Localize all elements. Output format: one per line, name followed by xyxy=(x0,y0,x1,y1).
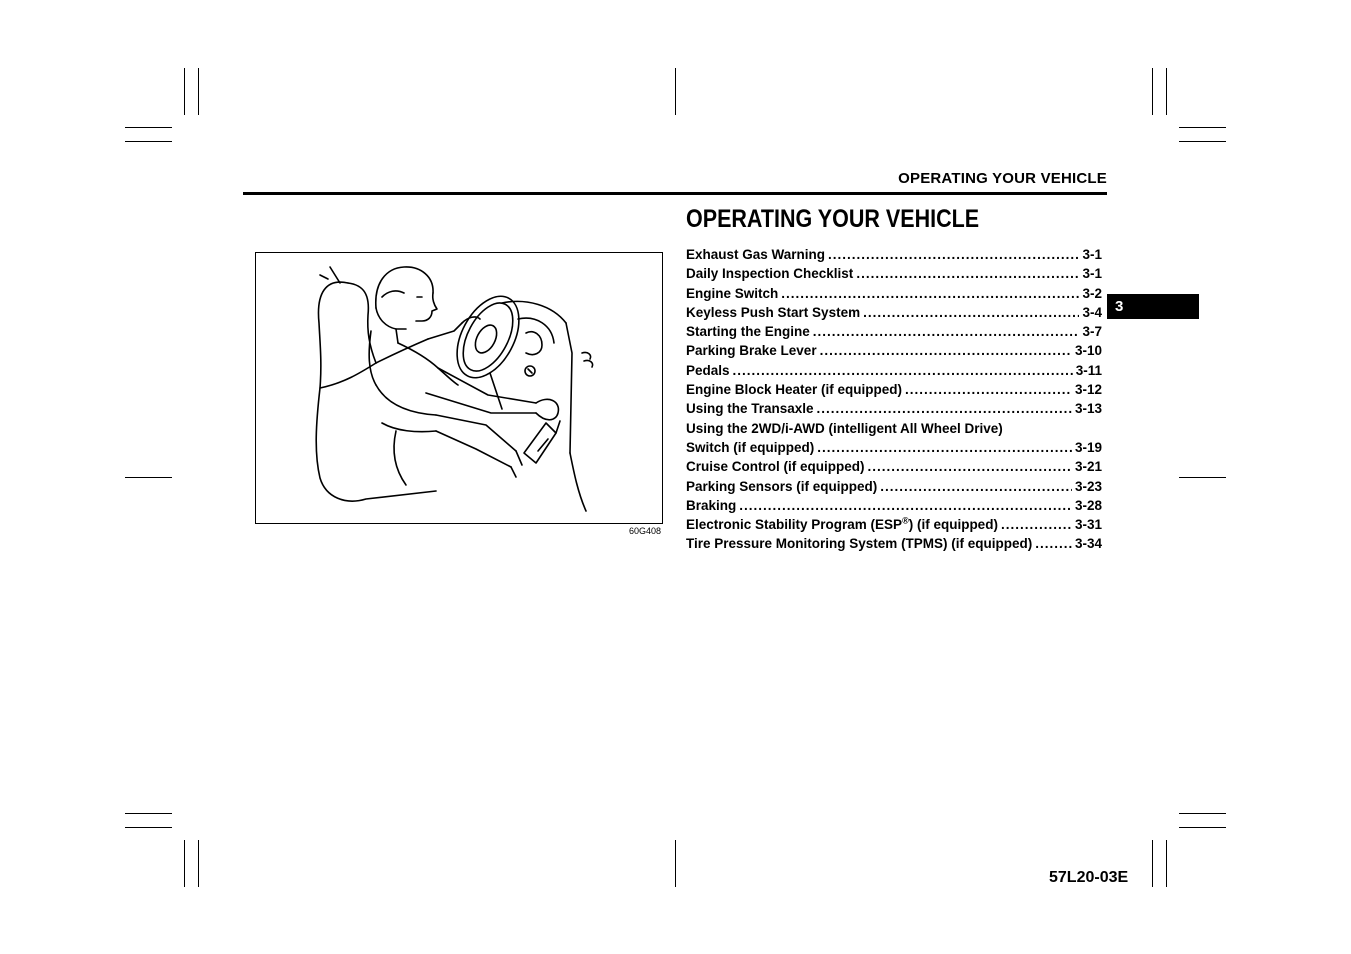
toc-title-part: Electronic Stability Program (ESP xyxy=(686,517,903,533)
table-of-contents: Exhaust Gas Warning 3-1 Daily Inspection … xyxy=(686,247,1102,556)
toc-entry-page: 3-23 xyxy=(1074,478,1102,494)
toc-entry[interactable]: Parking Brake Lever 3-10 xyxy=(686,343,1102,362)
toc-entry-title: Tire Pressure Monitoring System (TPMS) (… xyxy=(686,536,1033,552)
toc-entry-title: Parking Brake Lever xyxy=(686,343,817,359)
toc-entry-page: 3-12 xyxy=(1074,382,1102,398)
toc-entry-page: 3-10 xyxy=(1074,343,1102,359)
toc-leader-dots xyxy=(820,343,1072,358)
toc-entry-title: Braking xyxy=(686,497,737,513)
toc-leader-dots xyxy=(1035,536,1072,551)
toc-entry-page: 3-28 xyxy=(1074,497,1102,513)
toc-entry-page: 3-2 xyxy=(1082,285,1102,301)
toc-entry-page: 3-1 xyxy=(1082,247,1102,262)
toc-entry[interactable]: Daily Inspection Checklist 3-1 xyxy=(686,266,1102,285)
toc-entry-title: Parking Sensors (if equipped) xyxy=(686,478,878,494)
toc-entry-page: 3-31 xyxy=(1074,517,1102,533)
toc-leader-dots xyxy=(863,305,1079,320)
toc-entry-page: 3-13 xyxy=(1074,401,1102,417)
toc-leader-dots xyxy=(813,324,1080,339)
toc-entry-page: 3-1 xyxy=(1082,266,1102,282)
toc-leader-dots xyxy=(880,479,1072,494)
toc-leader-dots xyxy=(817,440,1072,455)
figure-code: 60G408 xyxy=(629,526,662,536)
toc-leader-dots xyxy=(817,401,1072,416)
toc-leader-dots xyxy=(868,459,1072,474)
toc-entry-title: Electronic Stability Program (ESP®) (if … xyxy=(686,517,998,532)
toc-entry-title: Cruise Control (if equipped) xyxy=(686,459,865,475)
toc-entry[interactable]: Pedals 3-11 xyxy=(686,363,1102,382)
toc-entry[interactable]: Engine Block Heater (if equipped) 3-12 xyxy=(686,382,1102,401)
toc-entry-page: 3-7 xyxy=(1082,324,1102,340)
toc-entry-title: Switch (if equipped) xyxy=(686,439,815,455)
toc-entry-title: Keyless Push Start System xyxy=(686,304,861,320)
toc-entry-page: 3-11 xyxy=(1075,362,1102,378)
toc-entry[interactable]: Cruise Control (if equipped) 3-21 xyxy=(686,459,1102,478)
toc-entry[interactable]: Switch (if equipped) 3-19 xyxy=(686,440,1102,459)
toc-entry-title: Engine Switch xyxy=(686,285,779,301)
toc-title-part: ) (if equipped) xyxy=(908,517,998,533)
figure-frame xyxy=(255,252,663,524)
document-code: 57L20-03E xyxy=(1049,869,1129,886)
toc-entry-page: 3-4 xyxy=(1082,304,1102,320)
toc-entry[interactable]: Starting the Engine 3-7 xyxy=(686,324,1102,343)
toc-entry[interactable]: Braking 3-28 xyxy=(686,498,1102,517)
toc-entry-title: Pedals xyxy=(686,362,730,378)
toc-leader-dots xyxy=(856,266,1079,281)
toc-entry[interactable]: Using the Transaxle 3-13 xyxy=(686,401,1102,420)
toc-entry[interactable]: Exhaust Gas Warning 3-1 xyxy=(686,247,1102,266)
toc-entry-page: 3-19 xyxy=(1074,439,1102,455)
toc-entry[interactable]: Engine Switch 3-2 xyxy=(686,286,1102,305)
toc-entry-title: Using the Transaxle xyxy=(686,401,814,417)
toc-leader-dots xyxy=(733,363,1073,378)
toc-entry-page: 3-21 xyxy=(1074,459,1102,475)
toc-entry[interactable]: Tire Pressure Monitoring System (TPMS) (… xyxy=(686,536,1102,555)
toc-entry-title: Using the 2WD/i-AWD (intelligent All Whe… xyxy=(686,420,1003,436)
toc-entry-title: Engine Block Heater (if equipped) xyxy=(686,382,903,398)
toc-entry-title: Exhaust Gas Warning xyxy=(686,247,826,262)
chapter-title: OPERATING YOUR VEHICLE xyxy=(686,205,980,233)
toc-entry-title: Starting the Engine xyxy=(686,324,810,340)
header-rule xyxy=(243,192,1107,195)
toc-entry[interactable]: Electronic Stability Program (ESP®) (if … xyxy=(686,517,1102,536)
toc-leader-dots xyxy=(828,247,1079,262)
toc-leader-dots xyxy=(781,286,1079,301)
toc-entry-title: Daily Inspection Checklist xyxy=(686,266,854,282)
chapter-tab-number: 3 xyxy=(1115,298,1124,315)
toc-leader-dots xyxy=(905,382,1072,397)
running-head: OPERATING YOUR VEHICLE xyxy=(898,170,1107,187)
toc-entry-first-line[interactable]: Using the 2WD/i-AWD (intelligent All Whe… xyxy=(686,421,1102,440)
driver-seated-at-steering-wheel-illustration xyxy=(315,266,594,512)
toc-entry[interactable]: Parking Sensors (if equipped) 3-23 xyxy=(686,479,1102,498)
toc-entry-page: 3-34 xyxy=(1074,536,1102,552)
toc-leader-dots xyxy=(739,498,1072,513)
toc-leader-dots xyxy=(1001,517,1072,532)
registered-mark: ® xyxy=(902,517,909,526)
toc-entry[interactable]: Keyless Push Start System 3-4 xyxy=(686,305,1102,324)
chapter-tab: 3 xyxy=(1107,294,1199,319)
